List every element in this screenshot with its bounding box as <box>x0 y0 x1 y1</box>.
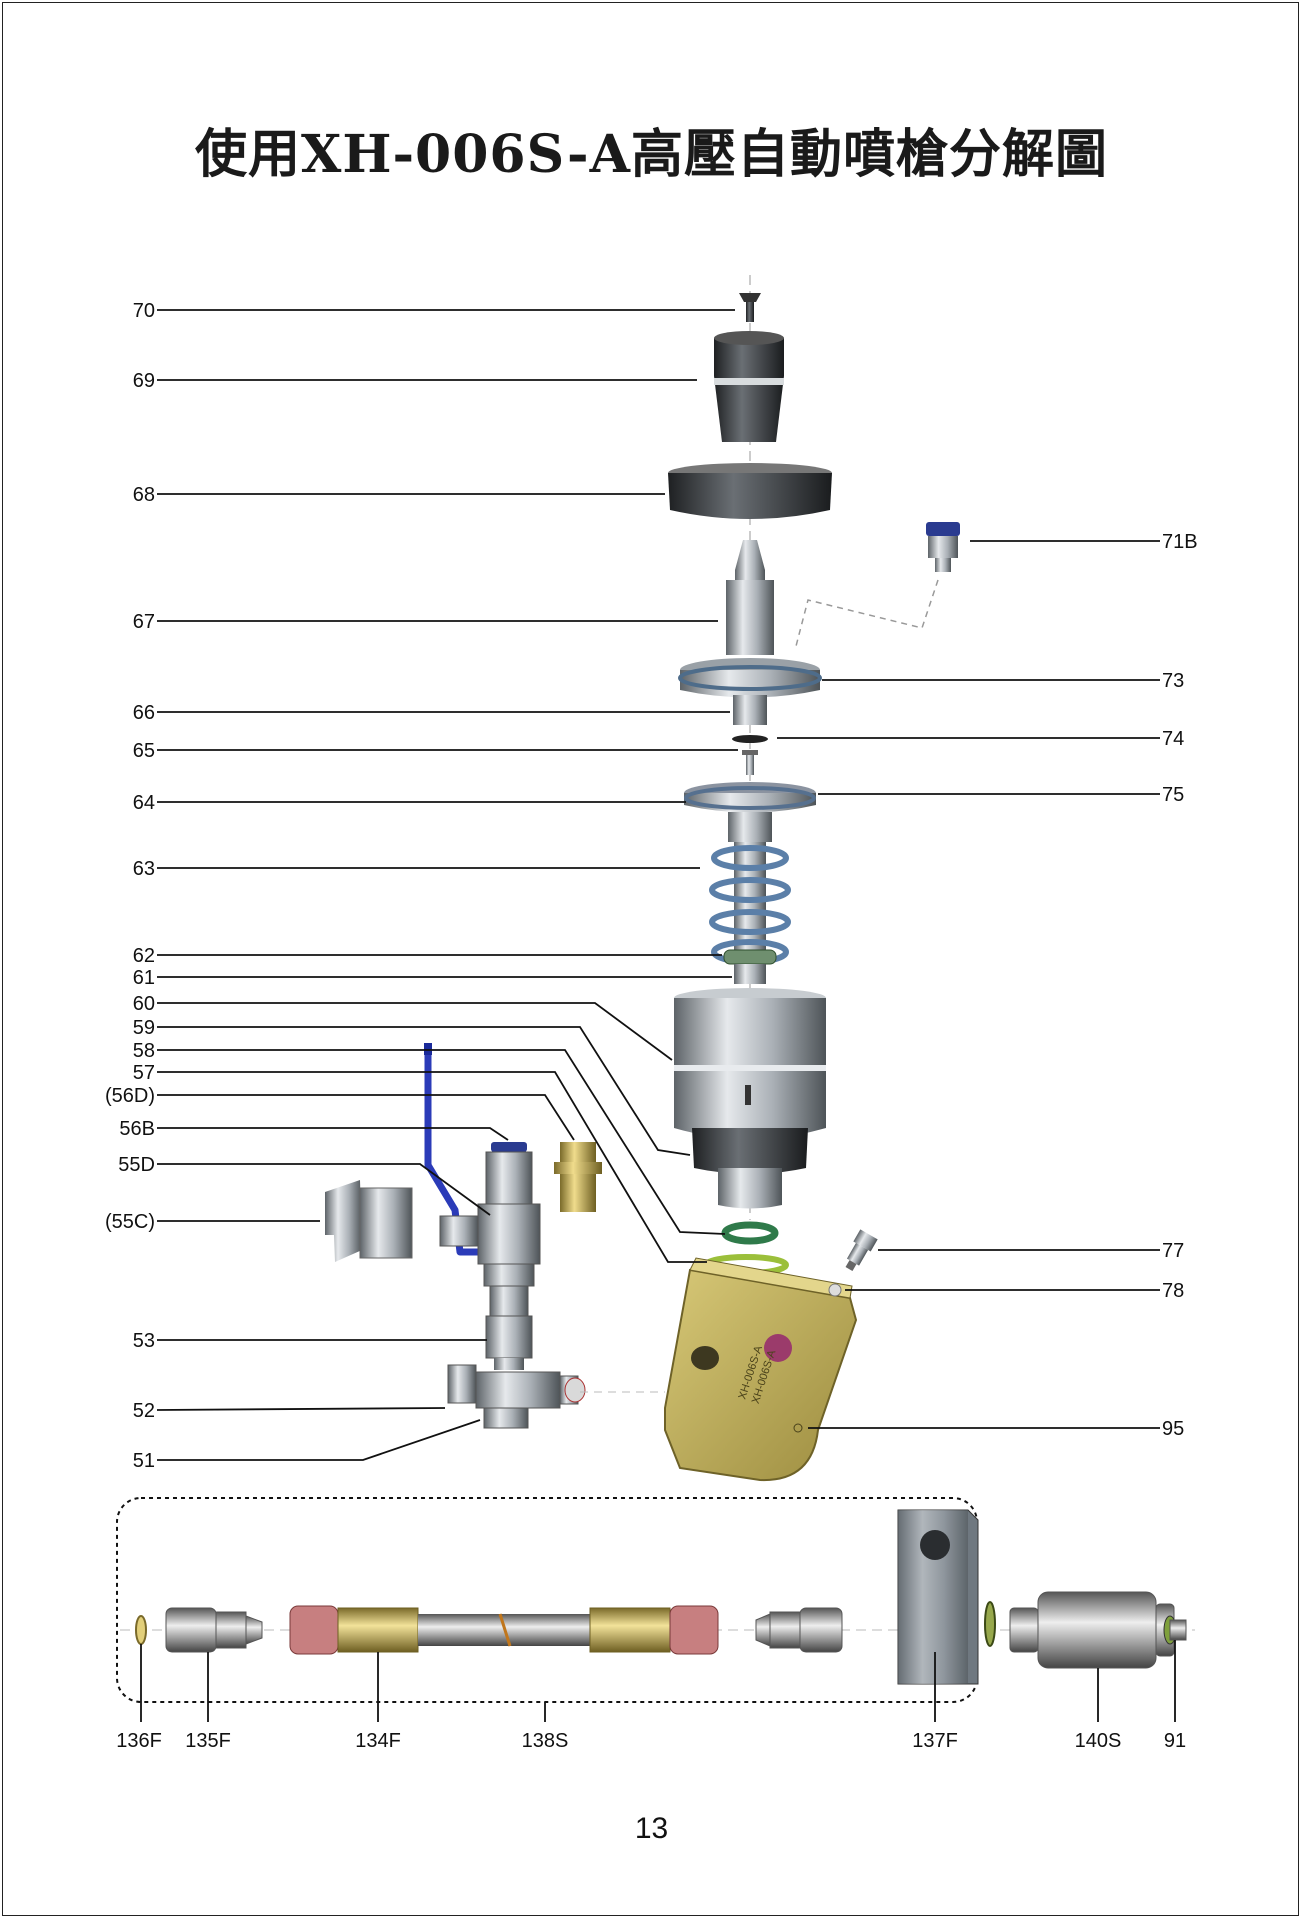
label-140s: 140S <box>1075 1730 1122 1752</box>
part-135f-fitting <box>165 1607 263 1653</box>
part-52-tee <box>447 1364 586 1409</box>
label-66: 66 <box>133 702 155 724</box>
label-71b: 71B <box>1162 531 1198 553</box>
part-77-fitting <box>845 1229 878 1272</box>
part-59-seal <box>721 1221 779 1245</box>
label-61: 61 <box>133 967 155 989</box>
part-55d-lever <box>424 1043 480 1256</box>
hose-assembly-box <box>116 1497 978 1703</box>
label-62: 62 <box>133 945 155 967</box>
part-69-cap <box>714 331 784 442</box>
part-70-screw <box>739 293 761 322</box>
part-65-screw <box>742 750 758 775</box>
label-75: 75 <box>1162 784 1184 806</box>
part-60-body <box>674 988 826 1209</box>
part-56b-fitting <box>491 1142 527 1152</box>
label-74: 74 <box>1162 728 1184 750</box>
part-95-plate: XH-006S-A XH-006S-A <box>664 1257 858 1482</box>
air-line-dashed <box>794 579 939 651</box>
leader-lines <box>140 309 1176 1722</box>
label-77: 77 <box>1162 1240 1184 1262</box>
part-62-oring <box>723 949 777 965</box>
valve-body <box>439 1151 541 1317</box>
label-58: 58 <box>133 1040 155 1062</box>
part-71b-fitting <box>926 522 960 572</box>
part-137f-block <box>897 1509 979 1685</box>
part-53-nut <box>485 1315 533 1370</box>
label-138s: 138S <box>522 1730 569 1752</box>
label-51: 51 <box>133 1450 155 1472</box>
label-95: 95 <box>1162 1418 1184 1440</box>
label-55d: 55D <box>118 1154 155 1176</box>
part-91-nozzle <box>1163 1615 1187 1645</box>
label-70: 70 <box>133 300 155 322</box>
part-56d-nipple <box>554 1142 602 1212</box>
part-136f-washer <box>135 1615 147 1645</box>
label-67: 67 <box>133 611 155 633</box>
part-55c-handle <box>325 1180 413 1262</box>
part-138s-hose <box>289 1605 719 1655</box>
label-78: 78 <box>1162 1280 1184 1302</box>
label-57: 57 <box>133 1062 155 1084</box>
part-washer-green <box>984 1601 996 1647</box>
part-51-elbow <box>483 1407 529 1429</box>
page-title: 使用XH-006S-A高壓自動噴槍分解圖 <box>195 124 1108 185</box>
part-74-seal <box>732 735 768 743</box>
page-number: 13 <box>634 1812 669 1845</box>
label-55c: (55C) <box>105 1211 155 1233</box>
part-64-diaphragm <box>684 782 816 842</box>
label-73: 73 <box>1162 670 1184 692</box>
part-140s-swivel <box>1009 1591 1175 1669</box>
label-64: 64 <box>133 792 155 814</box>
label-135f: 135F <box>185 1730 231 1752</box>
part-68-ring <box>668 463 832 519</box>
label-91: 91 <box>1164 1730 1186 1752</box>
label-63: 63 <box>133 858 155 880</box>
label-59: 59 <box>133 1017 155 1039</box>
part-61-stem <box>734 964 766 984</box>
label-134f: 134F <box>355 1730 401 1752</box>
label-136f: 136F <box>116 1730 162 1752</box>
part-78-ball <box>828 1283 842 1297</box>
label-56d: (56D) <box>105 1085 155 1107</box>
part-67-piston <box>678 540 822 725</box>
label-56b: 56B <box>119 1118 155 1140</box>
label-60: 60 <box>133 993 155 1015</box>
label-137f: 137F <box>912 1730 958 1752</box>
label-69: 69 <box>133 370 155 392</box>
label-68: 68 <box>133 484 155 506</box>
part-fitting-right <box>755 1607 843 1653</box>
label-53: 53 <box>133 1330 155 1352</box>
label-52: 52 <box>133 1400 155 1422</box>
label-65: 65 <box>133 740 155 762</box>
